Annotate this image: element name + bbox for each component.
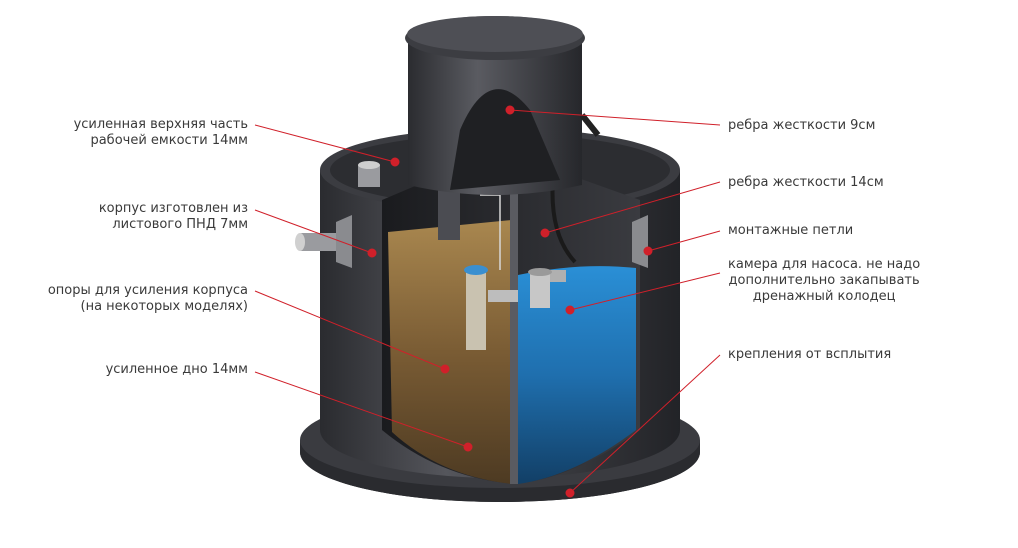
label-line: дополнительно закапывать	[728, 273, 920, 288]
cutaway-interior	[382, 150, 640, 484]
label-line: рабочей емкости 14мм	[90, 133, 248, 148]
label-line: опоры для усиления корпуса	[47, 283, 248, 298]
label-line: усиленная верхняя часть	[73, 117, 248, 132]
label-anchors: крепления от всплытия	[728, 347, 891, 363]
label-line: дренажный колодец	[752, 289, 896, 304]
leader-lines	[254, 105, 721, 498]
label-ribs-14: ребра жесткости 14см	[728, 175, 884, 191]
inlet-pipe	[438, 180, 460, 240]
label-line: крепления от всплытия	[728, 347, 892, 362]
label-line: корпус изготовлен из	[98, 201, 248, 216]
water-chamber	[518, 266, 636, 484]
side-fittings	[295, 161, 648, 268]
label-line: (на некоторых моделях)	[80, 299, 248, 314]
partition-wall	[510, 150, 518, 484]
label-body-material: корпус изготовлен из листового ПНД 7мм	[99, 201, 248, 233]
label-line: ребра жесткости 9см	[728, 118, 876, 133]
label-bottom: усиленное дно 14мм	[106, 362, 248, 378]
label-line: усиленное дно 14мм	[105, 362, 248, 377]
label-line: ребра жесткости 14см	[728, 175, 884, 190]
pump	[528, 268, 566, 308]
tank-neck	[405, 16, 601, 195]
label-loops: монтажные петли	[728, 223, 853, 239]
label-pump-chamber: камера для насоса. не надо дополнительно…	[728, 257, 920, 305]
support-pipe	[466, 270, 486, 350]
label-supports: опоры для усиления корпуса (на некоторых…	[48, 283, 248, 315]
label-ribs-9: ребра жесткости 9см	[728, 118, 875, 134]
label-line: камера для насоса. не надо	[728, 257, 921, 272]
label-top-part: усиленная верхняя часть рабочей емкости …	[74, 117, 248, 149]
label-line: листового ПНД 7мм	[112, 217, 248, 232]
label-line: монтажные петли	[728, 223, 854, 238]
